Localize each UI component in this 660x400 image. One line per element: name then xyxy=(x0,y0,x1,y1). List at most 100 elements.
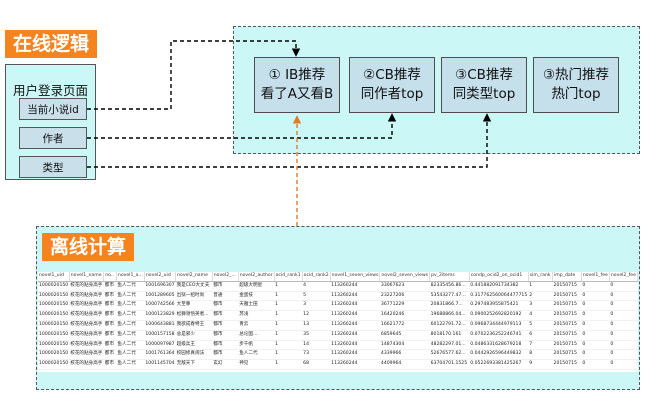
table-cell: 步千帆 xyxy=(238,340,275,351)
table-cell: 0.297483955875421 xyxy=(469,300,529,312)
table-cell: 1001289605 xyxy=(144,291,176,302)
table-cell: 20150715 xyxy=(552,340,582,351)
column-header: novel1_name xyxy=(69,272,105,282)
column-header: condp_ocid2_on_ocid1 xyxy=(469,272,529,282)
table-cell: 0 xyxy=(609,291,638,302)
table-cell: 都市 xyxy=(103,359,117,370)
algo-ib-box: ① IB推荐 看了A又看B xyxy=(254,57,340,113)
algo-cb-type-box: ③CB推荐 同类型top xyxy=(441,57,527,113)
table-cell: 都市 xyxy=(212,281,239,292)
table-cell: 4 xyxy=(302,281,331,292)
table-cell: 鱼人二代 xyxy=(116,291,145,302)
table-cell: 13 xyxy=(302,320,331,331)
table-cell: 20150715 xyxy=(552,349,582,361)
table-cell: 1000020150 xyxy=(38,300,70,312)
table-cell: 0.0442926596449832 xyxy=(469,349,529,361)
table-cell: 都市 xyxy=(212,320,239,331)
table-cell: 16621772 xyxy=(379,320,430,331)
table-cell: 8018170.161 xyxy=(429,330,470,341)
table-cell: 63704701.1525 xyxy=(429,359,470,370)
table-cell: 0 xyxy=(609,330,638,341)
table-cell: 都市 xyxy=(103,320,117,331)
table-cell: 0 xyxy=(581,340,610,351)
table-cell: 1001696307 xyxy=(144,281,176,292)
table-cell: 1000020150 xyxy=(38,281,70,292)
table-cell: 0 xyxy=(581,359,610,370)
table-cell: 7 xyxy=(528,340,553,351)
table-cell: 都市 xyxy=(212,349,239,361)
table-cell: 1001761364 xyxy=(144,349,176,361)
column-header: sim_rank xyxy=(528,272,554,282)
column-header: imp_date xyxy=(552,272,582,282)
connector-author-to-cb-author xyxy=(87,113,397,139)
table-cell: 1 xyxy=(274,359,303,370)
table-cell: 1 xyxy=(274,349,303,361)
type-box: 类型 xyxy=(19,156,87,178)
column-header: novel2_seven_views xyxy=(379,272,431,282)
table-cell: 0 xyxy=(609,359,638,370)
table-cell: 36771229 xyxy=(379,300,430,312)
table-cell: 都市 xyxy=(103,281,117,292)
table-cell: 1 xyxy=(274,310,303,321)
table-cell: 1000020150 xyxy=(38,310,70,321)
table-cell: 0 xyxy=(581,320,610,331)
table-cell: 0 xyxy=(581,281,610,292)
table-cell: 0 xyxy=(609,340,638,351)
table-cell: 玄幻 xyxy=(212,359,239,370)
table-cell: 14 xyxy=(302,340,331,351)
table-cell: 都市 xyxy=(212,300,239,312)
table-cell: 20831866.7... xyxy=(429,300,470,312)
table-cell: 0.0486331628679218 xyxy=(469,340,529,351)
table-cell: 82335456.86... xyxy=(429,281,470,292)
table-cell: 20150715 xyxy=(552,359,582,370)
table-cell: 0 xyxy=(609,310,638,321)
table-cell: 0.0702236252246741 xyxy=(469,330,529,341)
table-cell: 35 xyxy=(302,330,331,341)
current-novel-id-box: 当前小说id xyxy=(19,98,87,120)
table-cell: 113260244 xyxy=(330,310,380,321)
algo-cb-author-line2: 同作者top xyxy=(360,86,424,102)
table-cell: 113260244 xyxy=(330,300,380,312)
table-cell: 33067623 xyxy=(379,281,430,292)
table-cell: 19688866.04... xyxy=(429,310,470,321)
table-cell: 0.0900252692820192 xyxy=(469,310,529,321)
column-header: ocid_rank1 xyxy=(274,272,303,282)
table-cell: 都市 xyxy=(103,310,117,321)
algo-ib-line2: 看了A又看B xyxy=(260,86,334,102)
table-cell: 3 xyxy=(528,300,553,312)
table-cell: 鱼人二代 xyxy=(116,281,145,292)
table-cell: 校花的贴身高手 xyxy=(69,300,104,312)
table-cell: 鱼人二代 xyxy=(116,340,145,351)
column-header: ocid_rank2 xyxy=(302,272,331,282)
table-cell: 出狱一招时尚 xyxy=(175,291,213,302)
table-cell: 52676577.62... xyxy=(429,349,470,361)
table-cell: 青云 xyxy=(238,320,275,331)
table-cell: 73 xyxy=(302,349,331,361)
table-cell: 20150715 xyxy=(552,330,582,341)
table-cell: 校花的贴身高手 xyxy=(69,310,104,321)
table-cell: 0 xyxy=(581,349,610,361)
table-cell: 0 xyxy=(609,349,638,361)
algo-cb-author-line1: ②CB推荐 xyxy=(363,67,421,83)
table-cell: 1 xyxy=(528,281,553,292)
column-header: novel2_author xyxy=(238,272,275,282)
table-cell: 6 xyxy=(528,330,553,341)
table-cell: 48282297.01... xyxy=(429,340,470,351)
table-cell: 都市 xyxy=(103,291,117,302)
column-header: no.. xyxy=(103,272,117,282)
algo-hot-line2: 热门top xyxy=(551,86,601,102)
table-cell: 1 xyxy=(274,291,303,302)
table-cell: 鱼人二代 xyxy=(238,349,275,361)
table-cell: 12 xyxy=(302,310,331,321)
table-cell: 普通 xyxy=(212,291,239,302)
table-cell: 113260244 xyxy=(330,340,380,351)
table-cell: 松狮领悟英者... xyxy=(175,310,213,321)
